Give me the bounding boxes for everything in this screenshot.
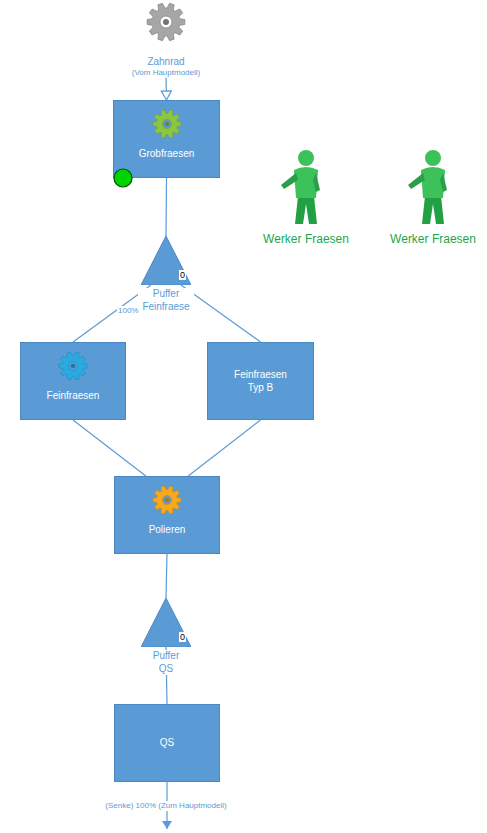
process-box: QS	[114, 704, 220, 782]
worker-arm	[281, 173, 298, 189]
buffer-node: 0Puffer QS	[116, 598, 216, 675]
buffer-label: Puffer QS	[148, 650, 184, 675]
buffer-count: 0	[179, 632, 186, 642]
buffer-shape	[141, 598, 191, 647]
worker-arm	[313, 173, 320, 192]
gear-icon	[152, 485, 182, 515]
process-box: Feinfraesen Typ B	[207, 342, 314, 420]
worker-arm	[408, 173, 425, 189]
worker-head	[425, 150, 441, 166]
source-note: (Vom Hauptmodell)	[106, 68, 226, 78]
process-box: Feinfraesen	[20, 342, 126, 420]
flow-connector	[166, 554, 167, 598]
process-name: QS	[160, 736, 174, 750]
worker-legs	[295, 196, 317, 224]
worker-head	[298, 150, 314, 166]
gear-icon	[58, 351, 88, 381]
gear-body	[152, 110, 180, 138]
worker-arm	[440, 173, 447, 192]
process-name: Feinfraesen	[47, 389, 100, 403]
source-name: Zahnrad	[106, 56, 226, 68]
gear-body	[59, 352, 87, 380]
process-box: Polieren	[114, 476, 220, 554]
flow-connector	[73, 420, 146, 476]
gear-body	[147, 3, 185, 40]
gear-hub	[163, 19, 169, 25]
worker-torso	[294, 167, 318, 198]
source-node: Zahnrad(Vom Hauptmodell)	[106, 2, 226, 78]
buffer-label: Puffer Feinfraese	[138, 288, 194, 313]
flow-connector	[165, 178, 167, 236]
worker-figure	[281, 150, 320, 224]
buffer-node: 0Puffer Feinfraese	[116, 236, 216, 313]
worker-legs	[422, 196, 444, 224]
gear-hub	[164, 122, 169, 127]
worker-label: Werker Fraesen	[261, 232, 351, 246]
gear-hub	[71, 364, 76, 369]
process-name: Feinfraesen Typ B	[228, 368, 294, 395]
gear-icon	[152, 109, 182, 139]
buffer-shape	[141, 236, 191, 285]
worker-figure	[408, 150, 447, 224]
process-name: Grobfraesen	[139, 147, 195, 161]
gear-body	[153, 486, 181, 514]
edge-label: 100%	[117, 306, 139, 316]
status-dot	[114, 169, 132, 187]
flow-connector	[188, 420, 260, 476]
buffer-count: 0	[179, 270, 186, 280]
sink-label: (Senke) 100% (Zum Hauptmodell)	[103, 801, 228, 811]
process-box: Grobfraesen	[113, 100, 220, 178]
gear-hub	[165, 498, 170, 503]
process-name: Polieren	[149, 523, 186, 537]
gear-icon	[146, 2, 186, 42]
flow-connector	[165, 78, 167, 100]
worker-label: Werker Fraesen	[388, 232, 478, 246]
worker-torso	[421, 167, 445, 198]
